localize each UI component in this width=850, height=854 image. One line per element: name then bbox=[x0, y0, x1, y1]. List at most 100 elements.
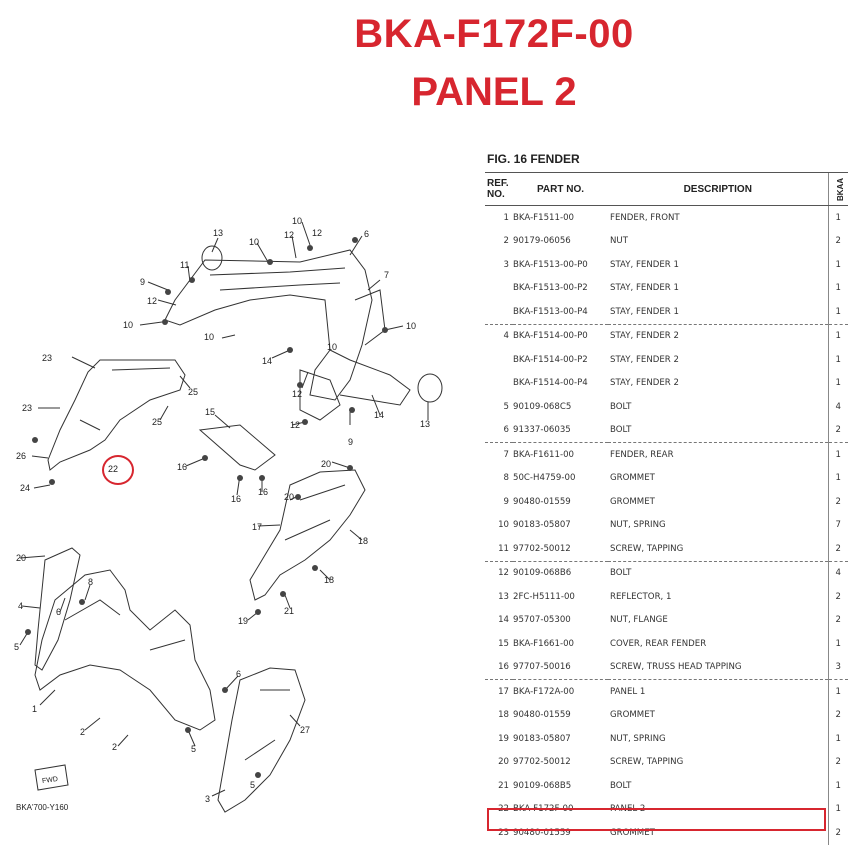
label-25: 25 bbox=[152, 417, 162, 427]
cell-desc: GROMMET bbox=[610, 827, 655, 838]
label-18: 18 bbox=[358, 536, 368, 546]
cell-ref: 23 bbox=[498, 827, 509, 838]
cell-part: BKA-F1511-00 bbox=[513, 212, 575, 223]
label-18: 18 bbox=[324, 575, 334, 585]
cell-ref: 22 bbox=[498, 804, 509, 815]
panel-1-shape bbox=[249, 469, 366, 601]
label-26: 26 bbox=[16, 451, 26, 461]
cell-desc: COVER, REAR FENDER bbox=[610, 638, 707, 649]
fwd-label: FWD bbox=[42, 776, 59, 785]
cell-ref: 17 bbox=[498, 686, 509, 697]
label-5: 5 bbox=[191, 744, 196, 754]
cell-part: 90480-01559 bbox=[513, 827, 571, 838]
label-15: 15 bbox=[205, 407, 215, 417]
table-row: BKA-F1513-00-P2 STAY, FENDER 1 1 bbox=[485, 276, 848, 301]
cell-ref: 21 bbox=[498, 780, 509, 791]
rear-fender-shape bbox=[164, 249, 373, 401]
label-23: 23 bbox=[22, 403, 32, 413]
cell-desc: FENDER, REAR bbox=[610, 449, 674, 460]
label-2: 2 bbox=[80, 727, 85, 737]
cell-desc: REFLECTOR, 1 bbox=[610, 591, 672, 602]
cell-desc: STAY, FENDER 1 bbox=[610, 259, 679, 270]
cell-ref: 4 bbox=[503, 331, 509, 342]
cell-qty: 3 bbox=[827, 655, 848, 680]
label-1: 1 bbox=[32, 704, 37, 714]
figure-title: FIG. 16 FENDER bbox=[487, 152, 580, 166]
cell-part: BKA-F172F-00 bbox=[513, 804, 574, 815]
cell-ref: 1 bbox=[503, 212, 509, 223]
cell-qty: 1 bbox=[827, 205, 848, 230]
part-name-heading: PANEL 2 bbox=[411, 70, 577, 114]
cell-part: BKA-F1513-00-P2 bbox=[513, 283, 588, 294]
forward-arrow-icon bbox=[34, 764, 69, 791]
label-5: 5 bbox=[14, 642, 19, 652]
label-13: 13 bbox=[213, 228, 223, 238]
label-20: 20 bbox=[284, 492, 294, 502]
cell-qty: 1 bbox=[827, 300, 848, 325]
cell-qty: 1 bbox=[827, 324, 848, 348]
cell-qty: 2 bbox=[827, 608, 848, 632]
cell-part: 90183-05807 bbox=[513, 733, 571, 744]
label-5: 5 bbox=[250, 780, 255, 790]
cell-desc: GROMMET bbox=[610, 473, 655, 484]
cell-desc: BOLT bbox=[608, 418, 828, 443]
cell-part: BKA-F1513-00-P4 bbox=[513, 300, 608, 325]
cell-ref: 19 bbox=[498, 733, 509, 744]
cell-qty: 4 bbox=[827, 395, 848, 419]
cell-ref: 20 bbox=[498, 757, 509, 768]
panel-2-callout-circle bbox=[102, 455, 134, 485]
cell-qty: 2 bbox=[827, 821, 848, 845]
cell-qty: 2 bbox=[827, 585, 848, 609]
cell-part: BKA-F1514-00-P2 bbox=[513, 354, 588, 365]
label-2: 2 bbox=[112, 742, 117, 752]
side-cover-shape bbox=[217, 667, 306, 813]
cell-desc: SCREW, TAPPING bbox=[610, 757, 684, 768]
cell-desc: STAY, FENDER 1 bbox=[610, 283, 679, 294]
front-fender-shape bbox=[34, 569, 216, 731]
cell-ref bbox=[485, 277, 513, 301]
cell-qty: 7 bbox=[827, 513, 848, 537]
col-part-no: PART NO. bbox=[513, 172, 608, 206]
label-6: 6 bbox=[56, 607, 61, 617]
cell-qty: 2 bbox=[827, 418, 848, 443]
cell-ref: 9 bbox=[503, 496, 509, 507]
label-9: 9 bbox=[140, 277, 145, 287]
cell-desc: BOLT bbox=[610, 780, 632, 791]
cell-part: 50C-H4759-00 bbox=[513, 473, 576, 484]
cell-ref: 6 bbox=[485, 418, 513, 443]
cell-qty: 1 bbox=[827, 774, 848, 798]
cell-desc: BOLT bbox=[610, 401, 632, 412]
cell-qty: 1 bbox=[827, 797, 848, 821]
label-16: 16 bbox=[177, 462, 187, 472]
cell-qty: 1 bbox=[827, 466, 848, 490]
label-20: 20 bbox=[321, 459, 331, 469]
cell-desc: NUT bbox=[610, 236, 628, 247]
cell-qty: 1 bbox=[827, 276, 848, 300]
label-24: 24 bbox=[20, 483, 30, 493]
cell-desc: STAY, FENDER 2 bbox=[610, 378, 679, 389]
cell-desc: STAY, FENDER 1 bbox=[608, 300, 828, 325]
cell-part: 90183-05807 bbox=[513, 520, 571, 531]
cell-desc: STAY, FENDER 2 bbox=[610, 331, 679, 342]
cell-desc: NUT, SPRING bbox=[610, 520, 666, 531]
cell-part: 90109-068C5 bbox=[513, 401, 572, 412]
cell-ref: 8 bbox=[503, 473, 509, 484]
cell-ref: 16 bbox=[485, 655, 513, 680]
cell-ref: 5 bbox=[503, 401, 509, 412]
label-12: 12 bbox=[147, 296, 157, 306]
cell-qty: 1 bbox=[827, 348, 848, 372]
cell-ref bbox=[485, 348, 513, 372]
